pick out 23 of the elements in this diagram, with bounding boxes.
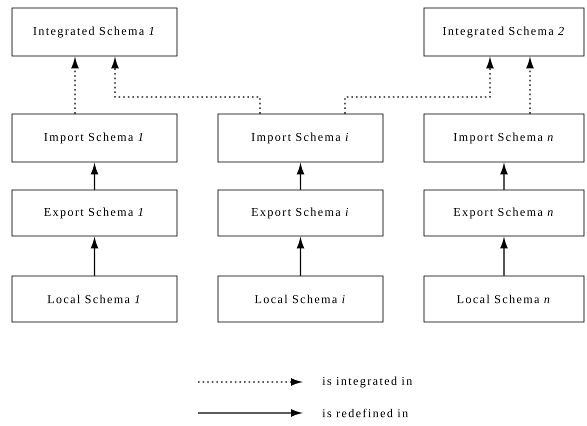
arrow	[111, 58, 261, 114]
schema-box: Import Schema 1	[12, 114, 178, 162]
schema-box: Local Schema n	[424, 276, 584, 322]
legend-text: is redefined in	[322, 408, 408, 418]
schema-box: Import Schema i	[218, 114, 384, 162]
schema-box: Local Schema 1	[12, 276, 178, 322]
arrow	[296, 238, 304, 276]
schema-box: Import Schema n	[424, 114, 584, 162]
arrow	[71, 58, 79, 114]
arrow	[90, 238, 98, 276]
arrow	[526, 58, 534, 114]
arrow	[500, 164, 508, 190]
arrow	[500, 238, 508, 276]
legend-text: is integrated in	[322, 376, 412, 388]
arrow	[90, 164, 98, 190]
schema-box: Export Schema n	[424, 190, 584, 236]
schema-box: Export Schema i	[218, 190, 384, 236]
arrow	[296, 164, 304, 190]
arrow	[344, 58, 494, 114]
schema-box: Integrated Schema 2	[424, 8, 584, 56]
schema-box: Local Schema i	[218, 276, 384, 322]
schema-box: Export Schema 1	[12, 190, 178, 236]
schema-box: Integrated Schema 1	[12, 8, 178, 56]
